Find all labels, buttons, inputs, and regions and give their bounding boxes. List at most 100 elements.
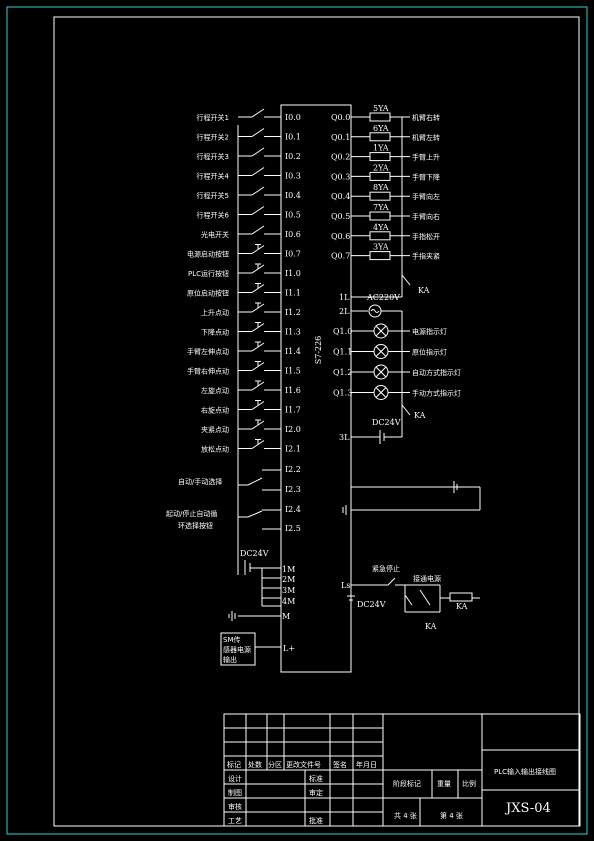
lamp-address: Q1.3 [333,389,352,398]
terminal-ls: Ls [341,581,350,590]
tb-header-2: 分区 [268,760,282,769]
cycle-label-1: 起动/停止自动循 [166,509,217,518]
sensor-label-3: 输出 [223,655,237,664]
cycle-label-2: 环选择按钮 [178,521,213,530]
terminal-1m: 1M [282,565,295,574]
input-address: I1.4 [285,347,301,356]
dc-supply-3: DC24V [357,600,386,609]
input-label: 放松点动 [201,445,229,454]
lamp-row: Q1.1 原位指示灯 [333,344,447,359]
input-address: I0.3 [285,172,301,181]
tb-header-0: 标记 [227,760,241,769]
input-address: I2.1 [285,445,301,454]
selector-addr-a: I2.2 [285,465,301,474]
output-label: 机臂右转 [412,113,440,122]
tb-header-1: 处数 [248,760,262,769]
input-row: 行程开关4 I0.3 [197,167,301,181]
output-address: Q0.7 [331,252,350,261]
input-label: 上升点动 [201,308,229,317]
outer-frame [6,6,588,835]
solenoid-coil [369,152,391,162]
output-address: Q0.4 [331,192,350,201]
tb-header-4: 签名 [333,760,347,769]
output-section: Q0.05YA机臂右转Q0.16YA机臂左转Q0.21YA手臂上升Q0.32YA… [331,104,440,262]
dc-supply-2: DC24V [372,418,401,427]
input-label: 原位启动按钮 [187,289,229,298]
tb-approve: 批准 [309,816,323,825]
terminal-4m: 4M [282,597,295,606]
tb-sheet: 第 4 张 [440,811,463,820]
selector-addr-b: I2.3 [285,485,301,494]
relay-ka-3: KA [425,622,437,631]
input-label: 夹紧点动 [201,425,229,434]
input-label: 行程开关6 [197,211,230,220]
input-address: I1.0 [285,269,301,278]
estop-label: 紧急停止 [372,564,400,573]
output-label: 手臂下降 [412,172,440,181]
coil-label: 6YA [373,124,389,133]
output-address: Q0.6 [331,232,350,241]
lamp-label: 电源指示灯 [412,327,447,336]
input-label: 行程开关5 [197,191,229,200]
input-row: 行程开关5 I0.4 [197,186,301,200]
input-label: 下降点动 [201,328,229,337]
input-address: I0.7 [285,250,301,259]
lamp-address: Q1.2 [333,368,352,377]
input-label: 行程开关3 [197,152,229,161]
lamp-label: 自动方式指示灯 [412,368,461,377]
solenoid-coil [369,112,391,122]
terminal-2m: 2M [282,575,295,584]
input-address: I1.3 [285,328,301,337]
relay-circuit: Ls DC24V 紧急停止 接通电源 KA KA [341,564,480,631]
cycle-addr-b: I2.5 [285,524,301,533]
input-label: 行程开关4 [197,172,230,181]
output-address: Q0.1 [331,133,350,142]
relay-coil [449,592,473,602]
tb-stage: 阶段标记 [393,779,421,788]
input-label: 左旋点动 [201,386,229,395]
terminal-2l: 2L [339,307,350,316]
tb-weight: 重量 [437,780,451,788]
title-block: 标记 处数 分区 更改文件号 签名 年月日 设计 标准 制图 审定 审核 工艺 … [223,713,581,827]
terminal-lplus: L+ [283,644,295,653]
input-label: 行程开关1 [197,113,229,122]
input-address: I0.2 [285,152,301,161]
output-label: 手臂上升 [412,153,440,162]
tb-scale: 比例 [462,779,476,788]
input-address: I1.2 [285,308,301,317]
relay-ka-1: KA [418,286,430,295]
solenoid-coil [369,191,391,201]
tb-header-3: 更改文件号 [286,760,321,769]
output-label: 手指松开 [412,232,440,241]
input-row: 行程开关3 I0.2 [197,147,301,161]
input-common: DC24V 1M 2M 3M 4M M SM传 感器电源 输出 L+ [220,125,295,666]
input-address: I1.1 [285,289,301,298]
input-address: I0.0 [285,113,301,122]
input-address: I0.4 [285,191,301,200]
input-row: 放松点动 I2.1 [201,439,301,454]
tb-design: 设计 [228,774,242,783]
input-label: 行程开关2 [197,133,229,142]
input-address: I1.7 [285,406,301,415]
input-row: 原位启动按钮 I1.1 [187,283,301,298]
output-address: Q0.0 [331,113,350,122]
lamp-address: Q1.1 [333,348,352,357]
lamp-label: 原位指示灯 [412,348,447,357]
inner-frame [53,16,580,827]
cycle-switch: 起动/停止自动循 环选择按钮 I2.4 I2.5 [166,505,301,533]
selector-switch: 自动/手动选择 I2.2 I2.3 [178,465,301,494]
tb-review: 审定 [309,788,323,797]
coil-label: 3YA [373,243,389,252]
solenoid-coil [369,132,391,142]
solenoid-coil [369,231,391,241]
